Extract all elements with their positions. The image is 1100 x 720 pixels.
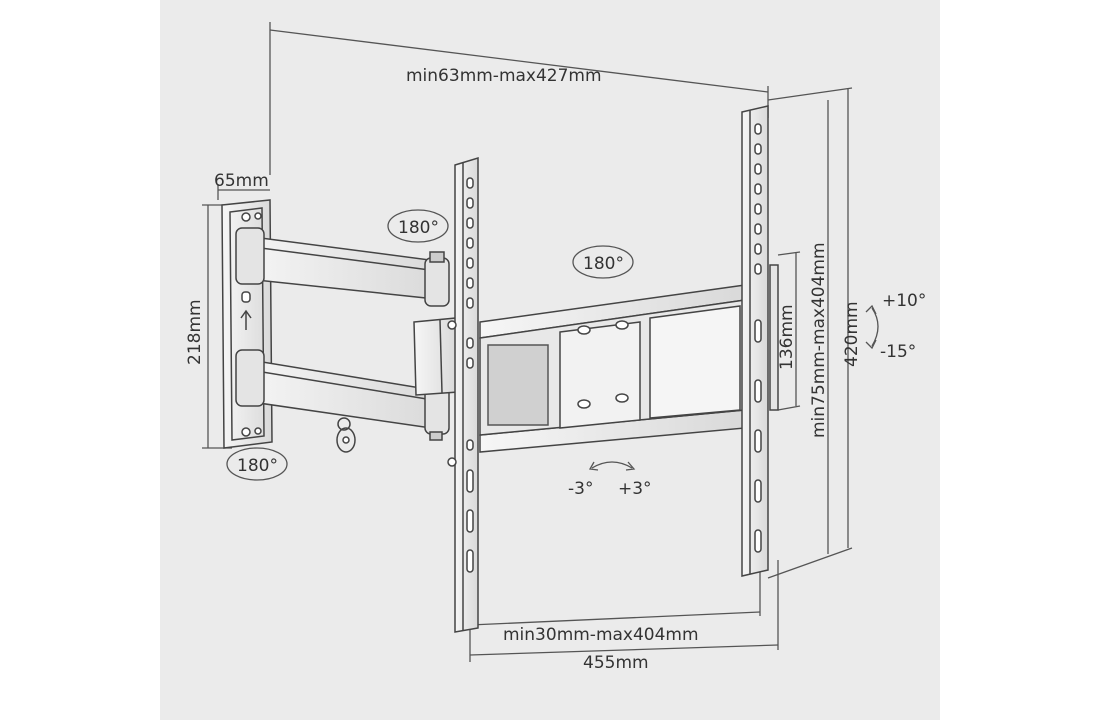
label-level-right: +3° [618,479,652,499]
label-wall-pivot-rotation: 180° [237,456,278,476]
label-top-pivot-rotation: 180° [583,254,624,274]
label-tilt-down: -15° [880,342,916,362]
cross-bars [479,284,746,453]
lower-arm [235,349,450,453]
label-level-left: -3° [568,479,593,499]
left-vertical-bracket [447,156,479,633]
upper-arm [235,227,450,307]
angle-labels: 180° 180° 180° +10° -15° -3° +3° [237,218,926,499]
label-wall-plate-depth: 65mm [214,171,269,191]
label-vertical-slots: 136mm [777,304,797,370]
label-wall-plate-height: 218mm [185,299,205,365]
label-tilt-up: +10° [882,291,926,311]
rotation-indicators [226,209,879,481]
label-arm-joint-rotation: 180° [398,218,439,238]
right-vertical-bracket [741,105,779,577]
dimension-labels: min63mm-max427mm 65mm 218mm 136mm min75m… [185,66,862,673]
label-bracket-height: 420mm [842,301,862,367]
label-vesa-vertical: min75mm-max404mm [809,242,829,438]
label-extension: min63mm-max427mm [406,66,602,86]
label-vesa-horizontal: min30mm-max404mm [503,625,699,645]
label-bracket-width: 455mm [583,653,649,673]
